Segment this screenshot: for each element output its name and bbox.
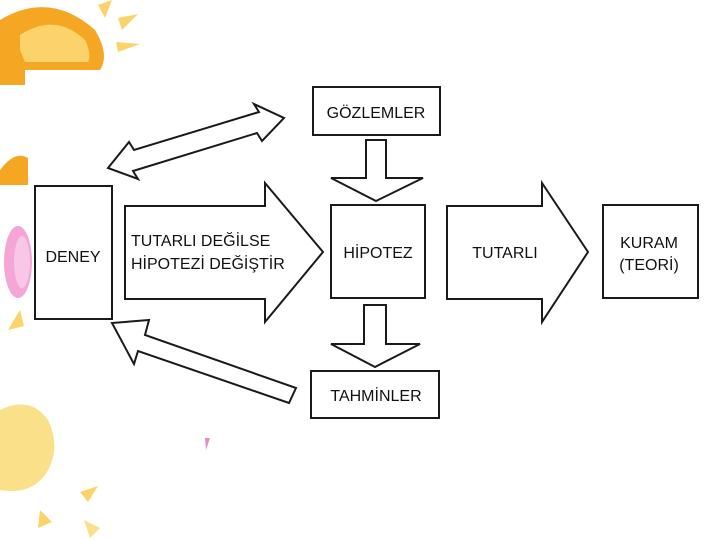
- flower-orange: [0, 155, 28, 185]
- pink-mark: [205, 438, 210, 450]
- node-tahminler-box: [310, 370, 440, 419]
- flower-decoration: [0, 155, 32, 330]
- node-hipotez-label: HİPOTEZ: [343, 243, 413, 262]
- node-kuram-box: [602, 204, 699, 299]
- arrow-label-tutarli: TUTARLI: [472, 245, 537, 262]
- arrow-label-tutarli-degilse-line1: TUTARLI DEĞİLSE: [131, 231, 270, 250]
- double-arrow-deney-gozlemler: [106, 101, 286, 181]
- node-kuram-label-line1: KURAM: [620, 235, 678, 252]
- sun-inner: [20, 24, 90, 63]
- petal-shape: [80, 486, 98, 502]
- node-kuram-label-line2: (TEORİ): [619, 255, 679, 274]
- flower-pink-inner: [14, 236, 30, 288]
- node-gozlemler-box: [312, 86, 441, 136]
- arrow-hipotez-to-tahminler: [330, 304, 421, 369]
- arrow-tahminler-to-deney: [110, 318, 298, 405]
- node-tahminler-label: TAHMİNLER: [330, 386, 421, 405]
- sun-ray: [98, 0, 112, 18]
- petal-shape: [38, 510, 52, 528]
- arrow-label-tutarli-degilse-line2: HİPOTEZİ DEĞİŞTİR: [131, 254, 285, 273]
- yellow-flower-decoration: [0, 404, 210, 538]
- node-deney-box: [34, 185, 113, 320]
- node-hipotez-box: [330, 204, 426, 299]
- arrow-hipotez-to-kuram: [446, 179, 590, 326]
- yellow-flower: [0, 404, 55, 491]
- arrow-deney-to-hipotez: [124, 180, 325, 325]
- sun-decoration: [0, 0, 140, 86]
- node-deney-label: DENEY: [45, 249, 100, 266]
- leaf-shape: [8, 310, 24, 330]
- petal-shape: [84, 520, 100, 538]
- sun-ray: [118, 14, 138, 30]
- arrow-gozlemler-to-hipotez: [330, 139, 424, 203]
- node-gozlemler-label: GÖZLEMLER: [327, 104, 426, 122]
- sun-ray: [116, 42, 140, 52]
